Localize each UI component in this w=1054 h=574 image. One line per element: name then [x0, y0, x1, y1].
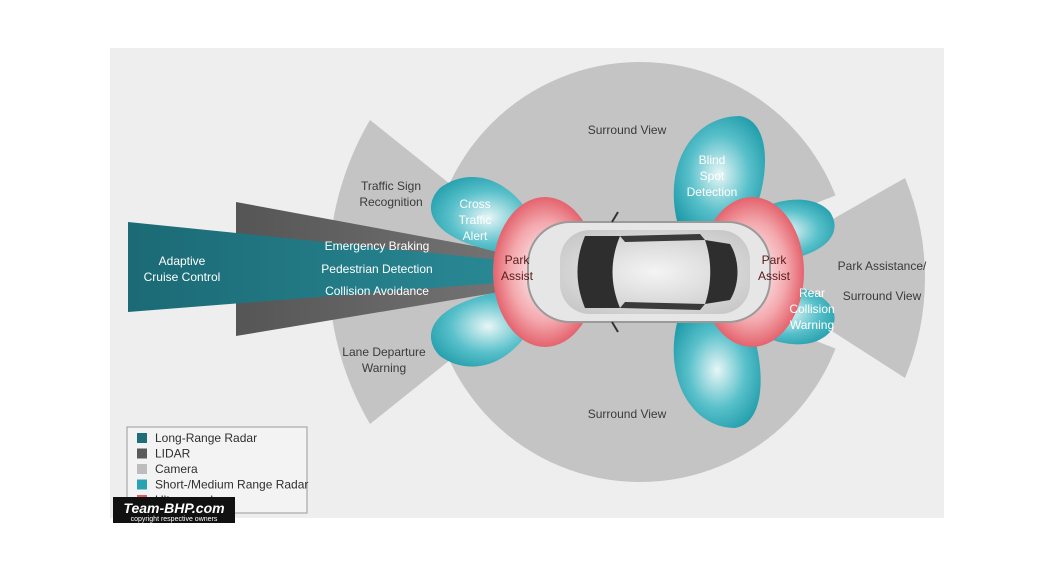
traffic-sign-label: Traffic Sign Recognition — [359, 179, 422, 209]
svg-text:Surround View: Surround View — [843, 289, 922, 303]
legend-label: Short-/Medium Range Radar — [155, 478, 308, 492]
svg-text:Lane Departure: Lane Departure — [342, 345, 426, 359]
svg-text:Traffic: Traffic — [459, 213, 492, 227]
long-range-radar-beam — [128, 222, 560, 312]
adaptive-cruise-label: Adaptive Cruise Control — [144, 254, 221, 284]
svg-text:Rear: Rear — [799, 286, 825, 300]
svg-text:Assist: Assist — [501, 269, 534, 283]
svg-text:Park: Park — [762, 253, 788, 267]
park-assistance-label: Park Assistance/ Surround View — [838, 259, 927, 303]
svg-text:Alert: Alert — [463, 229, 488, 243]
svg-text:Warning: Warning — [790, 318, 834, 332]
svg-text:Collision: Collision — [789, 302, 834, 316]
svg-text:Spot: Spot — [700, 169, 725, 183]
cross-traffic-label: Cross Traffic Alert — [459, 197, 492, 243]
car — [527, 211, 771, 333]
collision-avoidance-label: Collision Avoidance — [325, 284, 429, 298]
blind-spot-label: Blind Spot Detection — [687, 153, 738, 199]
watermark-brand: Team-BHP.com — [123, 500, 224, 516]
legend-swatch — [137, 464, 147, 474]
watermark-caption: copyright respective owners — [131, 516, 218, 523]
surround-view-top-label: Surround View — [588, 123, 667, 137]
rear-collision-label: Rear Collision Warning — [789, 286, 834, 332]
surround-view-bottom-label: Surround View — [588, 407, 667, 421]
legend-swatch — [137, 433, 147, 443]
svg-text:Traffic Sign: Traffic Sign — [361, 179, 421, 193]
svg-text:Assist: Assist — [758, 269, 791, 283]
svg-text:Park Assistance/: Park Assistance/ — [838, 259, 927, 273]
svg-text:Cross: Cross — [459, 197, 490, 211]
watermark: Team-BHP.com copyright respective owners — [113, 497, 235, 523]
pedestrian-detection-label: Pedestrian Detection — [321, 262, 432, 276]
legend-label: Long-Range Radar — [155, 431, 257, 445]
park-assist-front-label: Park Assist — [501, 253, 534, 283]
svg-text:Blind: Blind — [699, 153, 726, 167]
lane-departure-label: Lane Departure Warning — [342, 345, 426, 375]
svg-text:Cruise Control: Cruise Control — [144, 270, 221, 284]
legend-label: LIDAR — [155, 447, 191, 461]
svg-text:Park: Park — [505, 253, 531, 267]
svg-text:Detection: Detection — [687, 185, 738, 199]
emergency-braking-label: Emergency Braking — [325, 239, 430, 253]
legend-label: Camera — [155, 462, 198, 476]
svg-text:Warning: Warning — [362, 361, 406, 375]
svg-text:Recognition: Recognition — [359, 195, 422, 209]
rear-camera-zone — [740, 178, 926, 378]
legend-swatch — [137, 448, 147, 459]
svg-text:Adaptive: Adaptive — [159, 254, 206, 268]
legend-swatch — [137, 479, 147, 490]
park-assist-rear-label: Park Assist — [758, 253, 791, 283]
